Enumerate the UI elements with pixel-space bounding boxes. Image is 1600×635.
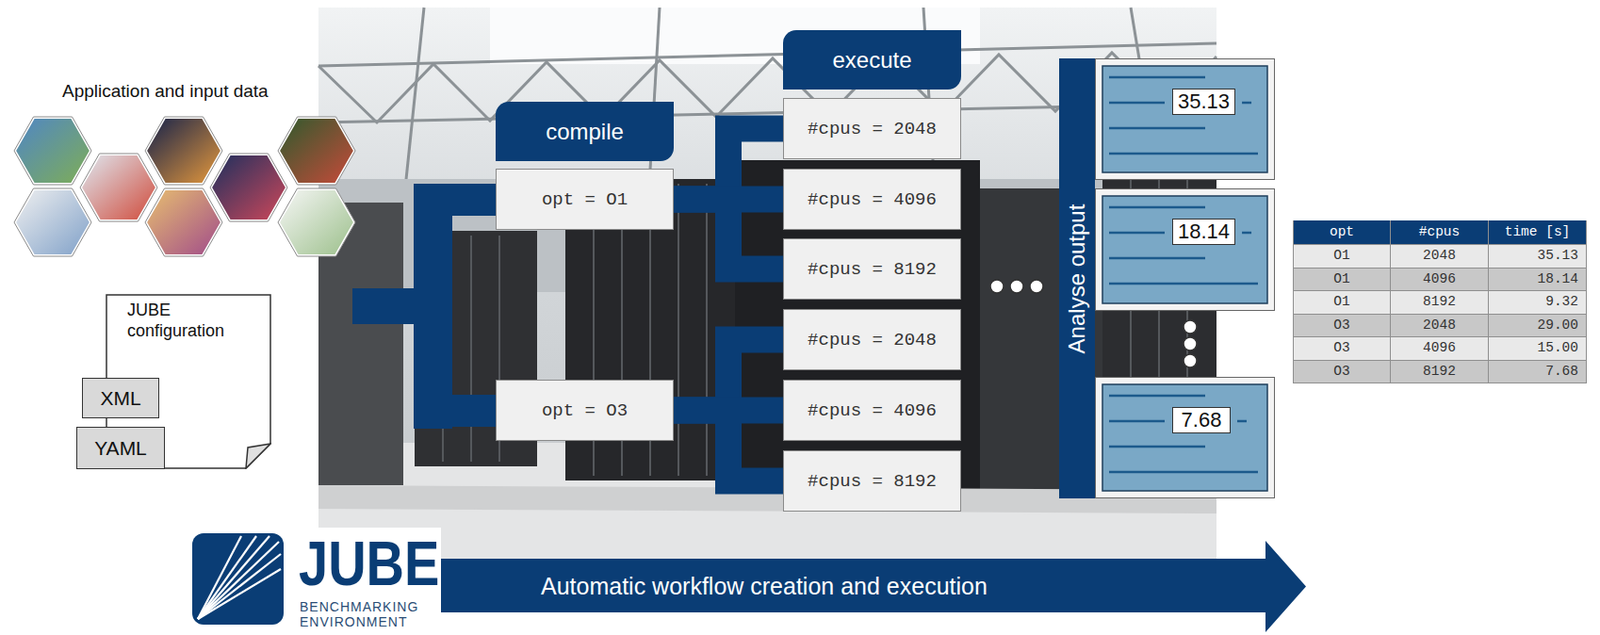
table-cell: O1 xyxy=(1292,268,1391,293)
parameter-label: #cpus = 4096 xyxy=(807,400,937,422)
stage-tab: execute xyxy=(783,30,962,90)
stage-tab: compile xyxy=(495,101,674,162)
parameter-label: opt = O1 xyxy=(541,189,628,211)
output-panel: 35.13 xyxy=(1094,58,1275,180)
document-fold xyxy=(245,443,271,469)
table-cell: 4096 xyxy=(1390,268,1489,293)
table-cell: 9.32 xyxy=(1488,291,1587,315)
parameter-label: #cpus = 8192 xyxy=(807,259,937,280)
table-cell: 8192 xyxy=(1390,291,1489,315)
table-cell: O3 xyxy=(1292,337,1391,361)
panel-line xyxy=(1109,282,1258,286)
table-cell: O3 xyxy=(1292,314,1391,339)
table-cell: 18.14 xyxy=(1488,268,1587,293)
panel-graphic xyxy=(1095,377,1274,498)
parameter-box: #cpus = 2048 xyxy=(783,97,962,160)
arrow-label: Automatic workflow creation and executio… xyxy=(540,572,988,601)
table-cell: 35.13 xyxy=(1488,244,1587,269)
format-label: XML xyxy=(99,387,141,410)
panel-line xyxy=(1109,101,1165,105)
panel-line xyxy=(1109,206,1206,210)
bracket-connector xyxy=(673,410,784,482)
stage-label: compile xyxy=(545,118,624,146)
parameter-label: opt = O3 xyxy=(541,400,628,422)
panel-line xyxy=(1241,231,1252,235)
table-header: time [s] xyxy=(1488,220,1587,245)
panel-line xyxy=(1109,420,1165,424)
arrow-body xyxy=(440,540,1307,633)
table-header: #cpus xyxy=(1390,220,1489,245)
table-cell: 4096 xyxy=(1390,337,1489,361)
parameter-box: #cpus = 4096 xyxy=(783,168,962,230)
analyse-band: Analyse output xyxy=(1059,58,1095,499)
panel-line xyxy=(1109,127,1206,131)
table-cell: 7.68 xyxy=(1488,360,1587,385)
panel-line xyxy=(1109,471,1258,474)
parameter-box: opt = O3 xyxy=(495,379,674,441)
format-label: YAML xyxy=(94,437,147,460)
output-panel: 7.68 xyxy=(1094,376,1275,499)
workflow-arrow: Automatic workflow creation and executio… xyxy=(440,540,1307,633)
table-cell: 8192 xyxy=(1390,360,1489,385)
bracket-connector xyxy=(673,199,784,270)
parameter-box: opt = O1 xyxy=(495,168,674,230)
panel-line xyxy=(1109,76,1206,80)
parameter-label: #cpus = 2048 xyxy=(807,118,937,140)
logo-wordmark: JUBE xyxy=(298,532,440,596)
panel-graphic xyxy=(1095,59,1274,180)
parameter-box: #cpus = 8192 xyxy=(783,238,962,300)
parameter-label: #cpus = 4096 xyxy=(807,189,937,211)
result-value: 35.13 xyxy=(1172,88,1236,115)
table-cell: 15.00 xyxy=(1488,337,1587,361)
parameter-box: #cpus = 4096 xyxy=(783,379,962,441)
input-heading: Application and input data xyxy=(62,81,269,102)
parameter-label: #cpus = 2048 xyxy=(807,329,937,351)
parameter-box: #cpus = 8192 xyxy=(783,450,962,512)
parameter-label: #cpus = 8192 xyxy=(807,471,937,492)
logo-subtitle: ENVIRONMENT xyxy=(299,615,408,630)
logo-subtitle: BENCHMARKING xyxy=(299,600,419,615)
result-value: 7.68 xyxy=(1172,407,1231,434)
table-cell: 2048 xyxy=(1390,314,1489,339)
panel-line xyxy=(1109,152,1258,156)
panel-line xyxy=(1109,445,1206,449)
table-cell: O1 xyxy=(1292,244,1391,269)
panel-line xyxy=(1109,231,1165,235)
band-label: Analyse output xyxy=(1063,203,1091,354)
table-cell: O3 xyxy=(1292,360,1391,385)
result-value: 18.14 xyxy=(1172,218,1236,245)
table-header: opt xyxy=(1292,220,1391,245)
panel-screen xyxy=(1102,195,1268,304)
output-panel: 18.14 xyxy=(1094,188,1275,311)
format-box: YAML xyxy=(76,426,165,470)
table-cell: O1 xyxy=(1292,291,1391,315)
table-cell: 29.00 xyxy=(1488,314,1587,339)
stage-label: execute xyxy=(832,47,912,74)
table-cell: 2048 xyxy=(1390,244,1489,269)
format-box: XML xyxy=(81,377,160,419)
panel-line xyxy=(1109,394,1206,398)
config-document: JUBE configurationXML YAML xyxy=(76,293,272,470)
panel-screen xyxy=(1102,384,1268,491)
document-title: JUBE configuration xyxy=(127,299,260,342)
panel-line xyxy=(1241,101,1252,105)
parameter-box: #cpus = 2048 xyxy=(783,309,962,371)
panel-graphic xyxy=(1095,189,1274,311)
panel-line xyxy=(1109,257,1206,261)
panel-screen xyxy=(1102,65,1268,173)
panel-line xyxy=(1237,420,1247,424)
